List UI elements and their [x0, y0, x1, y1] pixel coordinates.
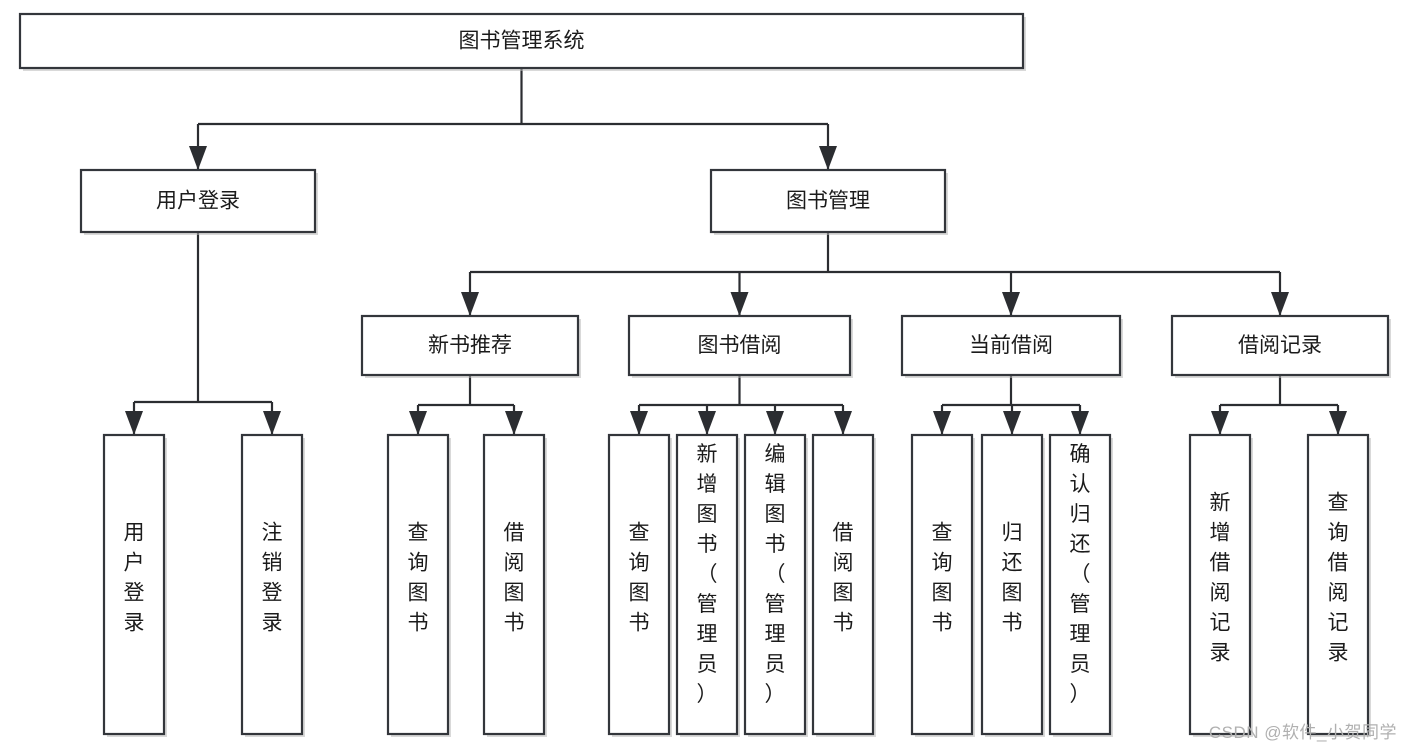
- connector-group-current: [933, 375, 1089, 435]
- node-leaf9[interactable]: 查询图书: [910, 433, 975, 737]
- node-box[interactable]: [811, 433, 875, 736]
- node-leaf6[interactable]: 新增图书（管理员）: [675, 433, 740, 737]
- node-leaf5[interactable]: 查询图书: [607, 433, 672, 737]
- node-leaf4[interactable]: 借阅图书: [482, 433, 547, 737]
- arrow-head-icon: [263, 411, 281, 435]
- node-leaf2[interactable]: 注销登录: [240, 433, 305, 737]
- node-label: 图书借阅: [698, 334, 782, 357]
- node-bookmgmt[interactable]: 图书管理: [709, 168, 948, 235]
- node-label: 新增借阅记录: [1210, 492, 1231, 665]
- node-label: 新书推荐: [428, 334, 512, 357]
- node-leaf11[interactable]: 确认归还（管理员）: [1048, 433, 1113, 737]
- node-current[interactable]: 当前借阅: [900, 314, 1123, 378]
- node-box[interactable]: [709, 168, 947, 234]
- arrow-head-icon: [1329, 411, 1347, 435]
- node-borrow[interactable]: 图书借阅: [627, 314, 853, 378]
- connector-group-records: [1211, 375, 1347, 435]
- node-label: 注销登录: [262, 522, 283, 635]
- node-label: 图书管理: [786, 190, 870, 213]
- arrow-head-icon: [834, 411, 852, 435]
- node-box[interactable]: [1048, 433, 1112, 736]
- node-leaf10[interactable]: 归还图书: [980, 433, 1045, 737]
- node-box[interactable]: [79, 168, 317, 234]
- node-label: 借阅记录: [1238, 334, 1322, 357]
- arrow-head-icon: [1071, 411, 1089, 435]
- arrow-head-icon: [1003, 411, 1021, 435]
- node-box[interactable]: [910, 433, 974, 736]
- node-label: 图书管理系统: [459, 30, 585, 53]
- arrow-head-icon: [1002, 292, 1020, 316]
- node-leaf7[interactable]: 编辑图书（管理员）: [743, 433, 808, 737]
- arrow-head-icon: [698, 411, 716, 435]
- node-box[interactable]: [627, 314, 852, 377]
- node-label: 查询图书: [932, 522, 953, 635]
- node-box[interactable]: [1306, 433, 1370, 736]
- node-label: 借阅图书: [504, 522, 525, 635]
- arrow-head-icon: [189, 146, 207, 170]
- node-box[interactable]: [743, 433, 807, 736]
- node-box[interactable]: [1170, 314, 1390, 377]
- connector-group-root: [189, 68, 837, 170]
- arrow-head-icon: [505, 411, 523, 435]
- node-label: 查询图书: [629, 522, 650, 635]
- arrow-head-icon: [125, 411, 143, 435]
- node-box[interactable]: [360, 314, 580, 377]
- node-label: 新增图书（管理员）: [697, 443, 718, 706]
- node-box[interactable]: [102, 433, 166, 736]
- arrow-head-icon: [819, 146, 837, 170]
- node-box[interactable]: [900, 314, 1122, 377]
- node-box[interactable]: [482, 433, 546, 736]
- node-leaf3[interactable]: 查询图书: [386, 433, 451, 737]
- arrow-head-icon: [409, 411, 427, 435]
- node-label: 归还图书: [1002, 522, 1023, 635]
- connector-group-bookmgmt: [461, 232, 1289, 316]
- node-root[interactable]: 图书管理系统: [18, 12, 1026, 71]
- node-label: 确认归还（管理员）: [1070, 443, 1091, 706]
- node-box[interactable]: [1188, 433, 1252, 736]
- node-label: 用户登录: [124, 522, 145, 635]
- node-login[interactable]: 用户登录: [79, 168, 318, 235]
- node-layer: 图书管理系统用户登录图书管理新书推荐图书借阅当前借阅借阅记录用户登录注销登录查询…: [18, 12, 1391, 737]
- arrow-head-icon: [630, 411, 648, 435]
- node-label: 借阅图书: [833, 522, 854, 635]
- node-label: 查询借阅记录: [1328, 492, 1349, 665]
- connector-group-login: [125, 232, 281, 435]
- node-box[interactable]: [675, 433, 739, 736]
- arrow-head-icon: [461, 292, 479, 316]
- connector-layer: [125, 68, 1347, 435]
- node-label: 编辑图书（管理员）: [765, 443, 786, 706]
- node-box[interactable]: [386, 433, 450, 736]
- node-leaf1[interactable]: 用户登录: [102, 433, 167, 737]
- node-label: 查询图书: [408, 522, 429, 635]
- connector-group-newbook: [409, 375, 523, 435]
- connector-group-borrow: [630, 375, 852, 435]
- node-newbook[interactable]: 新书推荐: [360, 314, 581, 378]
- node-box[interactable]: [240, 433, 304, 736]
- node-label: 用户登录: [156, 190, 240, 213]
- arrow-head-icon: [1211, 411, 1229, 435]
- node-box[interactable]: [18, 12, 1025, 70]
- arrow-head-icon: [933, 411, 951, 435]
- node-leaf8[interactable]: 借阅图书: [811, 433, 876, 737]
- node-leaf13[interactable]: 查询借阅记录: [1306, 433, 1371, 737]
- arrow-head-icon: [730, 292, 749, 316]
- node-box[interactable]: [607, 433, 671, 736]
- arrow-head-icon: [766, 411, 784, 435]
- node-leaf12[interactable]: 新增借阅记录: [1188, 433, 1253, 737]
- node-records[interactable]: 借阅记录: [1170, 314, 1391, 378]
- arrow-head-icon: [1271, 292, 1289, 316]
- node-box[interactable]: [980, 433, 1044, 736]
- node-label: 当前借阅: [969, 334, 1053, 357]
